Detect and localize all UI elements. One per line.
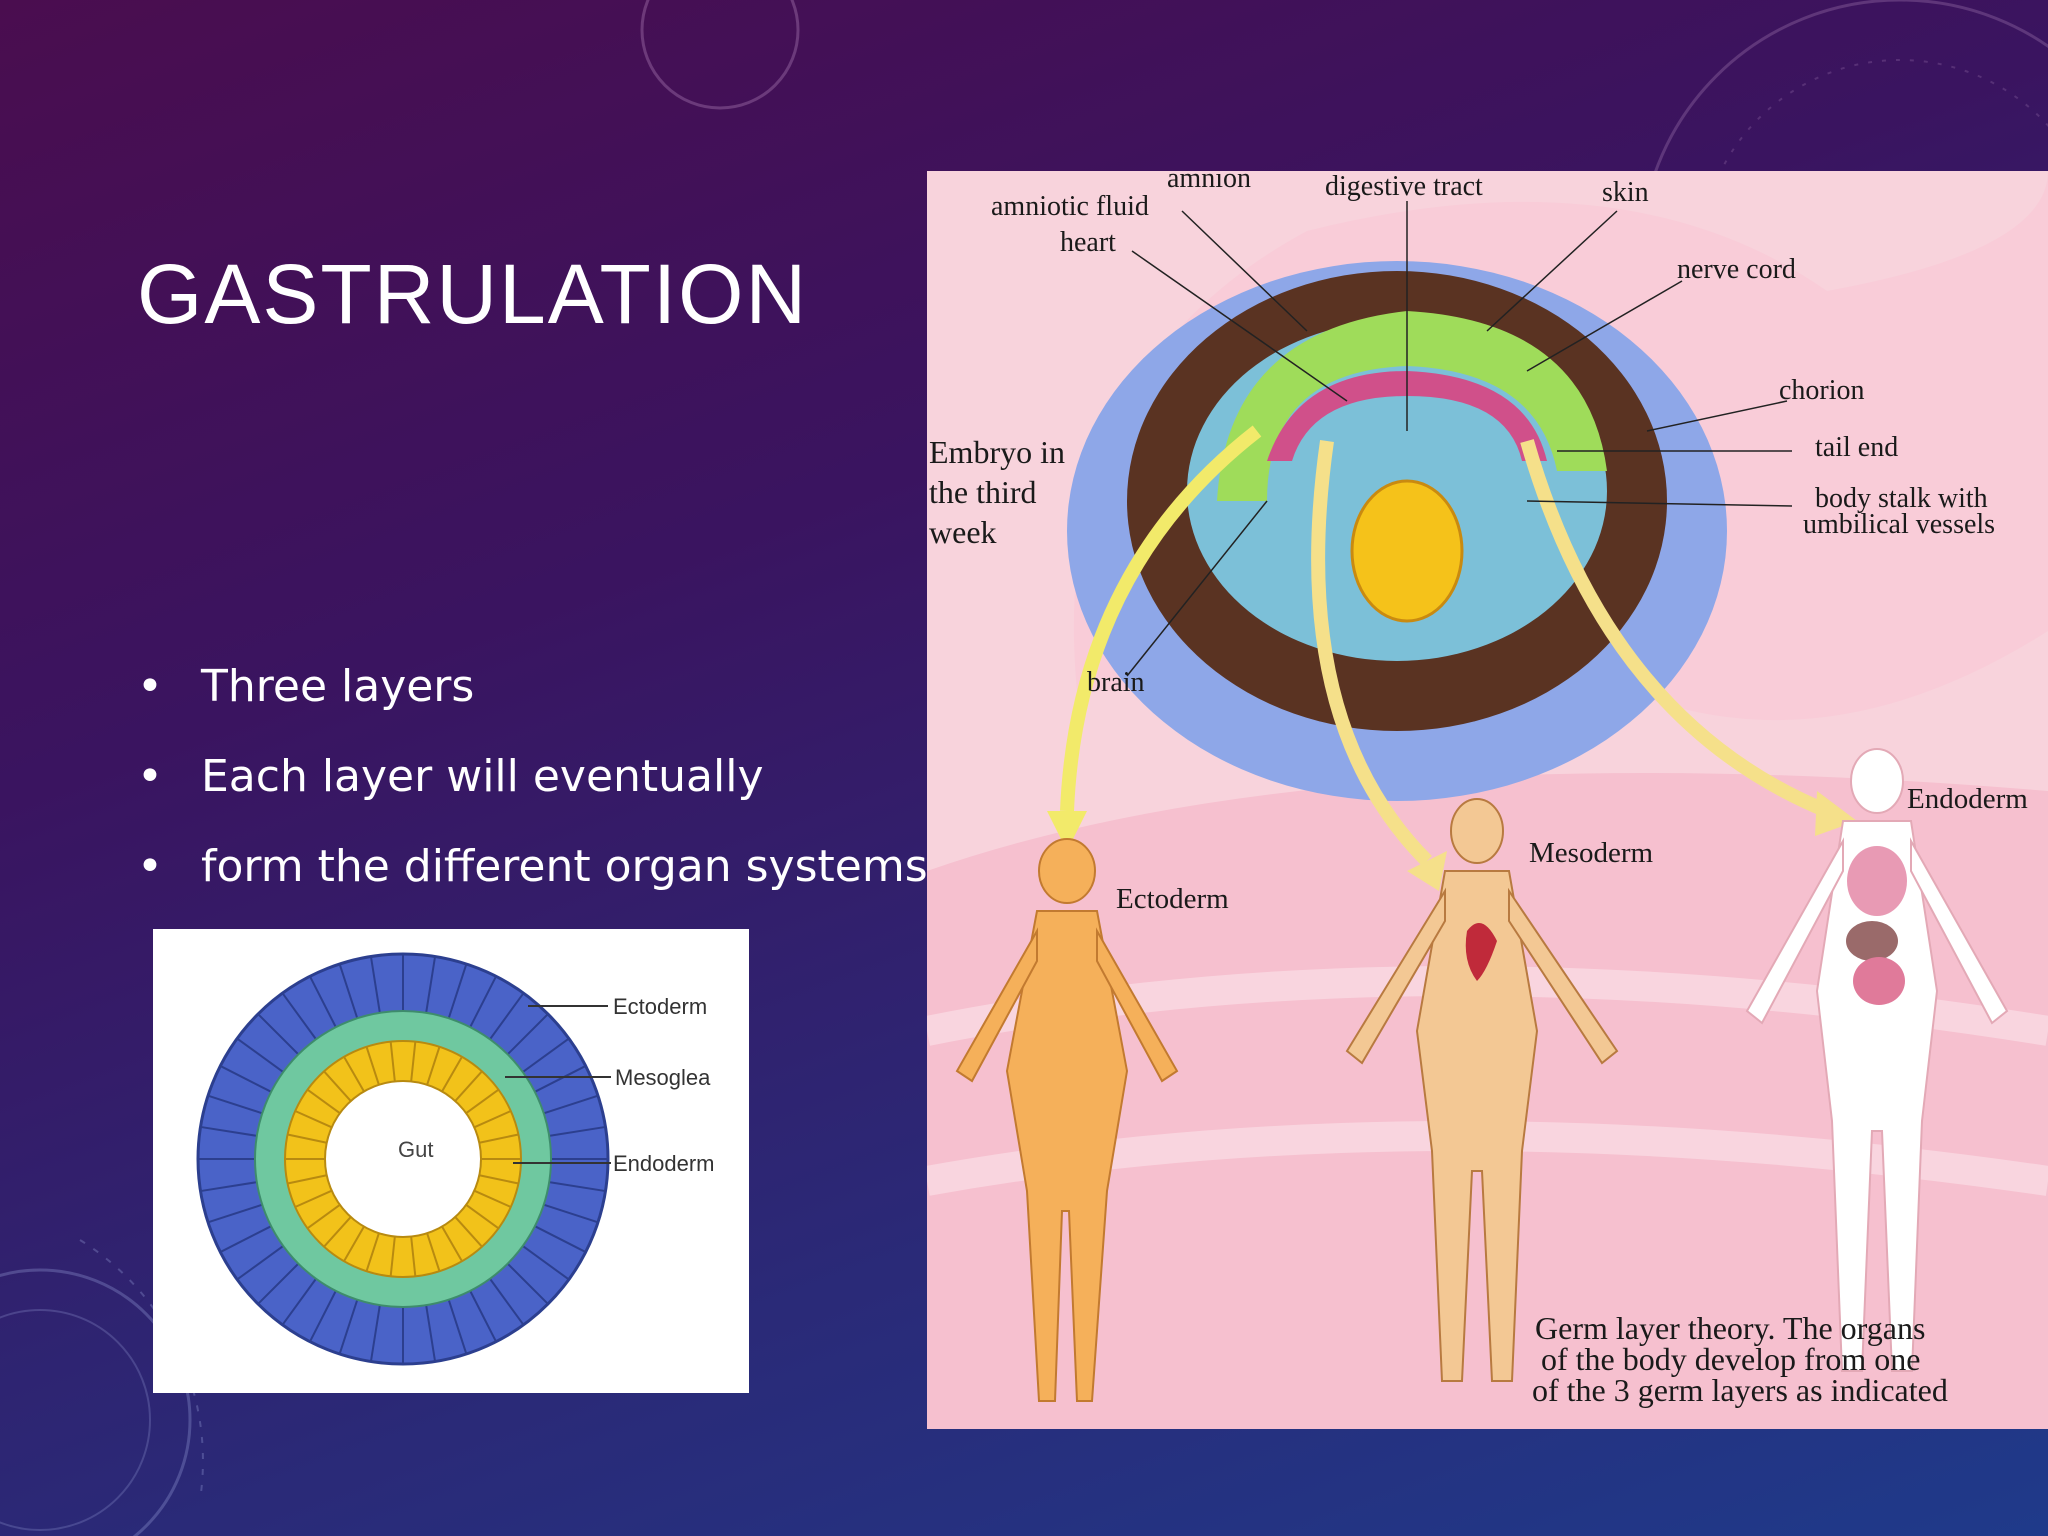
heart-label: heart [1060, 227, 1116, 258]
amnion-label: amnion [1167, 171, 1251, 194]
endoderm-figure [1745, 748, 2009, 1372]
caption-line1: Germ layer theory. The organs [1535, 1310, 1925, 1346]
body-stalk-label-line1: body stalk with [1815, 483, 1988, 514]
bullet-dot-icon: • [137, 841, 163, 892]
gut-cavity [324, 1080, 482, 1238]
brain-label: brain [1087, 667, 1145, 698]
skin-label: skin [1602, 177, 1649, 208]
caption-line3: of the 3 germ layers as indicated [1532, 1372, 1948, 1408]
embryo-germ-layer-image: amnion amniotic fluid digestive tract sk… [927, 171, 2048, 1429]
bullet-text: form the different organ systems [201, 841, 928, 892]
endoderm-label: Endoderm [613, 1151, 715, 1176]
embryo-label-line2: the third [929, 474, 1037, 510]
digestive-tract-label: digestive tract [1325, 171, 1483, 202]
embryo-diagram: amnion amniotic fluid digestive tract sk… [927, 171, 2048, 1429]
bullet-dot-icon: • [137, 661, 163, 712]
bullet-text: Three layers [201, 661, 475, 712]
germ-layer-cross-section-image: Gut Ectoderm Mesoglea Endoderm [153, 929, 749, 1393]
chorion-label: chorion [1779, 375, 1865, 406]
bullet-text: Each layer will eventually [201, 751, 764, 802]
tail-end-label: tail end [1815, 432, 1898, 463]
ectoderm-label: Ectoderm [613, 994, 707, 1019]
amniotic-fluid-label: amniotic fluid [991, 191, 1149, 222]
bullet-item: • form the different organ systems [137, 835, 928, 925]
mesoglea-label: Mesoglea [615, 1065, 711, 1090]
embryo-label-line1: Embryo in [929, 434, 1065, 470]
endoderm-figure-label: Endoderm [1907, 783, 2028, 815]
bullet-item: • Each layer will eventually [137, 745, 928, 835]
mesoderm-figure [1345, 798, 1619, 1382]
bullet-list: • Three layers • Each layer will eventuall… [137, 655, 928, 925]
nerve-cord-label: nerve cord [1677, 254, 1796, 285]
body-stalk-label-line2: umbilical vessels [1803, 509, 1995, 540]
embryo-label-line3: week [929, 514, 997, 550]
cross-section-diagram: Gut Ectoderm Mesoglea Endoderm [196, 952, 715, 1366]
caption-line2: of the body develop from one [1541, 1341, 1920, 1377]
bullet-dot-icon: • [137, 751, 163, 802]
ectoderm-figure [955, 838, 1179, 1402]
gut-label: Gut [398, 1137, 433, 1162]
ectoderm-figure-label: Ectoderm [1116, 883, 1229, 915]
mesoderm-figure-label: Mesoderm [1529, 837, 1653, 869]
slide-title: GASTRULATION [137, 247, 809, 342]
bullet-item: • Three layers [137, 655, 928, 745]
